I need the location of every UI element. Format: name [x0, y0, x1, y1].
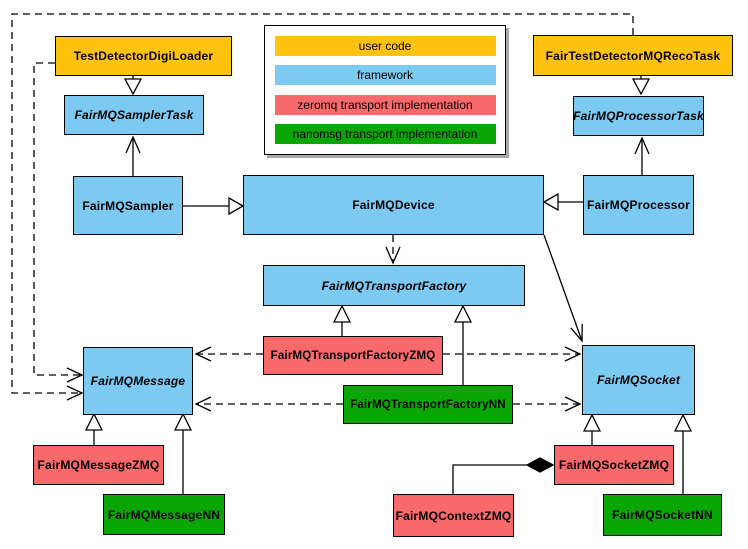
edge-sampler-device: [183, 196, 245, 216]
class-box-fairmqsocketnn: FairMQSocketNN: [603, 494, 722, 536]
edge-digiloader-message: [33, 62, 84, 383]
edge-sampler-samplertask: [125, 135, 141, 176]
edge-messagezmq-message: [84, 412, 104, 445]
edge-recotask-message: [11, 13, 634, 401]
edge-factoryzmq-transportfactory: [332, 304, 352, 336]
edge-processor-device: [542, 192, 583, 212]
class-box-fairmqmessagezmq: FairMQMessageZMQ: [33, 445, 164, 485]
edge-factorynn-socket: [513, 396, 582, 412]
class-box-fairmqcontextzmq: FairMQContextZMQ: [393, 494, 514, 537]
legend-item-nanomsg: nanomsg transport implementation: [274, 124, 496, 145]
class-box-fairmqsampler: FairMQSampler: [73, 176, 183, 235]
edge-device-transportfactory: [385, 235, 401, 265]
edge-processor-processortask: [634, 136, 650, 175]
class-box-fairtestdetectormqrecotask: FairTestDetectorMQRecoTask: [533, 35, 733, 76]
edge-socketzmq-socket: [582, 413, 602, 445]
class-box-fairmqsamplertask: FairMQSamplerTask: [64, 95, 204, 135]
edge-factorynn-transportfactory: [453, 304, 473, 385]
edge-messagenn-message: [173, 412, 193, 494]
class-box-fairmqsocketzmq: FairMQSocketZMQ: [554, 445, 674, 485]
edge-factoryzmq-socket: [443, 346, 582, 362]
edge-contextzmq-socketzmq: [452, 457, 555, 494]
class-box-fairmqtransportfactory: FairMQTransportFactory: [263, 265, 525, 306]
legend-item-zeromq: zeromq transport implementation: [274, 94, 496, 115]
edge-socketnn-socket: [673, 413, 693, 494]
edge-digiloader-samplertask: [123, 76, 143, 96]
class-box-fairmqtransportfactoryzmq: FairMQTransportFactoryZMQ: [263, 336, 443, 375]
class-box-fairmqtransportfactorynn: FairMQTransportFactoryNN: [343, 385, 513, 424]
class-box-fairmqmessage: FairMQMessage: [83, 347, 193, 415]
legend: user code framework zeromq transport imp…: [264, 25, 506, 155]
edge-factorynn-message: [194, 396, 343, 412]
class-box-fairmqsocket: FairMQSocket: [582, 345, 695, 415]
class-box-fairmqprocessortask: FairMQProcessorTask: [573, 96, 704, 136]
class-box-fairmqmessagenn: FairMQMessageNN: [103, 494, 225, 535]
edge-recotask-processortask: [631, 76, 651, 96]
class-box-fairmqdevice: FairMQDevice: [243, 175, 544, 235]
edge-factoryzmq-message: [194, 346, 263, 362]
legend-item-user-code: user code: [274, 35, 496, 56]
legend-item-framework: framework: [274, 65, 496, 86]
class-box-fairmqprocessor: FairMQProcessor: [583, 175, 694, 235]
edge-device-socket: [543, 234, 583, 343]
class-box-testdetectordigiloader: TestDetectorDigiLoader: [55, 36, 232, 76]
